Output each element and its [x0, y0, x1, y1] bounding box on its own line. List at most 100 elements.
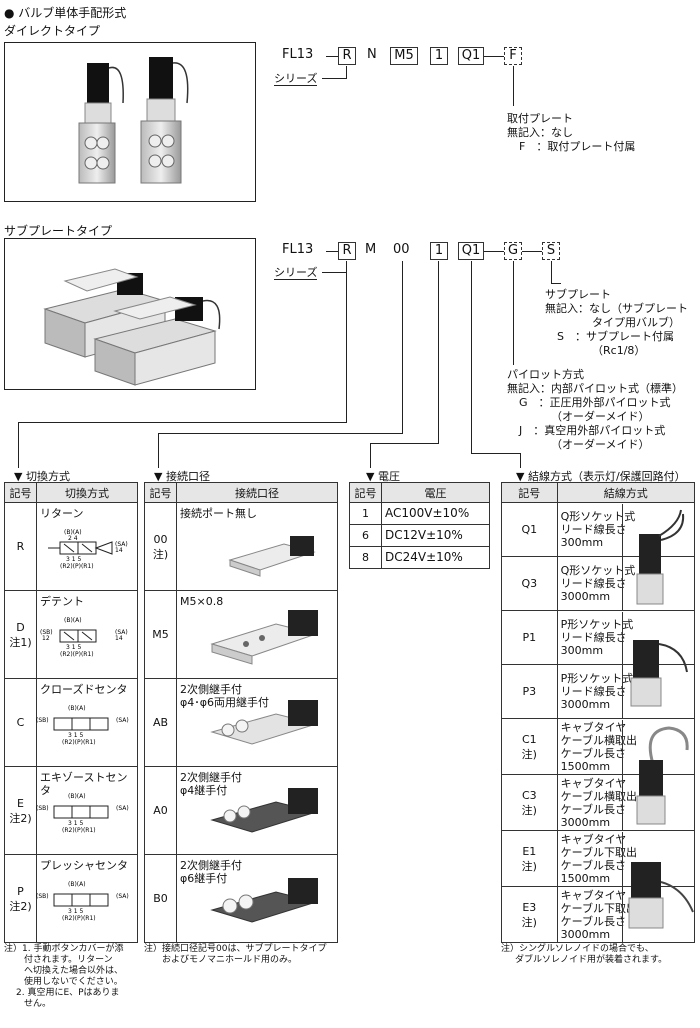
- table-row: 6 DC12V±10%: [349, 524, 490, 547]
- pilot-j1: J ：真空用外部パイロット式: [519, 424, 666, 437]
- plate-none: 無記入：なし: [507, 126, 573, 139]
- subplate-info-s1: S ：サブプレート付属: [557, 330, 674, 343]
- svg-text:(SA): (SA): [115, 541, 128, 548]
- port-m5-image: [206, 604, 330, 669]
- voltage-header-code: 記号: [349, 482, 382, 503]
- port-notes: 注）接続口径記号00は、サブプレートタイプ およびモノマニホールド用のみ。: [144, 944, 327, 965]
- switch-desc-cell: プレッシャセンタ: [36, 854, 138, 943]
- svg-text:3 1 5: 3 1 5: [66, 556, 81, 563]
- svg-text:(B)(A): (B)(A): [68, 793, 86, 800]
- voltage-code-cell: 1: [349, 502, 382, 525]
- wiring-code-cell: Q1: [501, 502, 558, 557]
- switch-code-cell: C: [4, 678, 37, 767]
- subplate-type-label: サブプレートタイプ: [4, 224, 113, 238]
- svg-text:(R2)(P)(R1): (R2)(P)(R1): [62, 827, 96, 834]
- plate-f: F ：取付プレート付属: [519, 140, 636, 153]
- table-row: 1 AC100V±10%: [349, 502, 490, 525]
- table-row: C クローズドセンタ: [4, 678, 138, 767]
- switch-desc-cell: クローズドセンタ: [36, 678, 138, 767]
- svg-text:(B)(A): (B)(A): [68, 705, 86, 712]
- port-00-image: [224, 530, 328, 581]
- direct-valve-image: [78, 57, 189, 184]
- voltage-title: ▼ 電圧: [366, 470, 400, 483]
- direct-valve-photo: [4, 42, 256, 202]
- wiring-c-image: [622, 720, 694, 830]
- svg-text:(SB): (SB): [36, 893, 49, 900]
- voltage-table: 記号 電圧 1 AC100V±10% 6 DC12V±10% 8 DC24V±1…: [349, 482, 490, 569]
- wiring-code-cell: P3: [501, 664, 558, 719]
- svg-text:(B)(A): (B)(A): [68, 881, 86, 888]
- wiring-header-code: 記号: [501, 482, 558, 503]
- voltage-header-value: 電圧: [381, 482, 490, 503]
- valve-symbol-pressure-center: (B)(A) (SB) (SA) 3 1 5 (R2)(P)(R1): [36, 880, 132, 925]
- switch-desc-cell: デテント: [36, 590, 138, 679]
- switch-name: リターン: [40, 507, 84, 520]
- direct-code-prefix: FL13: [282, 47, 314, 62]
- switching-title: ▼ 切換方式: [14, 470, 70, 483]
- switch-desc-cell: リターン: [36, 502, 138, 591]
- voltage-value-cell: DC12V±10%: [381, 524, 490, 547]
- sub-code-r: R: [338, 242, 356, 260]
- port-code-cell: M5: [144, 590, 177, 679]
- voltage-code-cell: 6: [349, 524, 382, 547]
- valve-symbol-return: (B)(A) 2 4 (SA) 14 3 1 5 (R2)(P)(R1): [40, 528, 130, 573]
- port-ab-image: [206, 696, 330, 757]
- svg-text:3 1 5: 3 1 5: [68, 732, 83, 739]
- subplate-info-title: サブプレート: [545, 288, 611, 301]
- subplate-valve-image: [43, 268, 221, 386]
- svg-text:(SA): (SA): [116, 893, 129, 900]
- table-row: R リターン: [4, 502, 138, 591]
- sub-code-prefix: FL13: [282, 242, 314, 257]
- valve-symbol-exhaust-center: (B)(A) (SB) (SA) 3 1 5 (R2)(P)(R1): [36, 792, 132, 837]
- direct-code-r: R: [338, 47, 356, 65]
- port-header-row: 記号 接続口径: [144, 482, 338, 503]
- valve-symbol-detent: (B)(A) (SB) 12 (SA) 14 3 1 5 (R2)(P)(R1): [40, 616, 130, 661]
- svg-text:(R2)(P)(R1): (R2)(P)(R1): [60, 651, 94, 658]
- sub-code-g: G: [504, 242, 522, 260]
- switch-name: デテント: [40, 595, 84, 608]
- wiring-e-image: [622, 832, 694, 942]
- plate-title: 取付プレート: [507, 112, 573, 125]
- svg-text:(B)(A): (B)(A): [64, 529, 82, 536]
- direct-code-q1: Q1: [458, 47, 484, 65]
- port-code-cell: AB: [144, 678, 177, 767]
- svg-text:2 4: 2 4: [68, 535, 78, 542]
- svg-text:(SA): (SA): [116, 805, 129, 812]
- sub-series-label: シリーズ: [274, 266, 318, 280]
- pilot-j2: （オーダーメイド）: [551, 438, 650, 451]
- port-code-cell: A0: [144, 766, 177, 855]
- switch-name: クローズドセンタ: [40, 683, 128, 696]
- subplate-valve-photo: [4, 238, 256, 390]
- wiring-code-cell: Q3: [501, 556, 558, 611]
- switching-header-code: 記号: [4, 482, 37, 503]
- switch-code-cell: R: [4, 502, 37, 591]
- sub-code-port: 00: [393, 242, 410, 257]
- port-header-name: 接続口径: [176, 482, 338, 503]
- svg-text:(SB): (SB): [36, 805, 49, 812]
- svg-text:(B)(A): (B)(A): [64, 617, 82, 624]
- switching-header-name: 切換方式: [36, 482, 138, 503]
- pilot-none: 無記入：内部パイロット式（標準）: [507, 382, 683, 395]
- table-row: 8 DC24V±10%: [349, 546, 490, 569]
